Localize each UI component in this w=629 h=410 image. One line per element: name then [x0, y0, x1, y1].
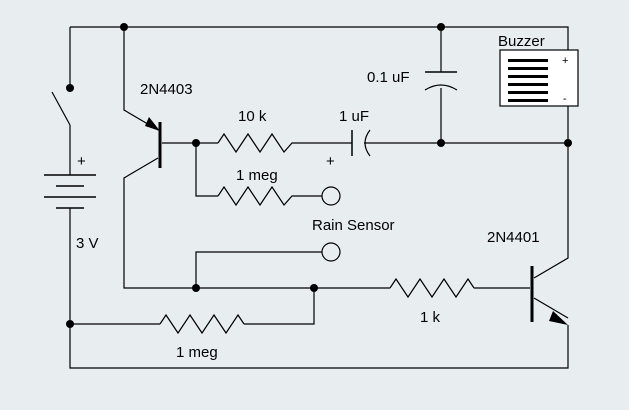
sensor-lower-wire: [195, 251, 322, 288]
buzzer: Buzzer + -: [498, 33, 579, 107]
q2-emitter-wire: [533, 297, 569, 319]
sensor-pad-bottom: [321, 242, 341, 262]
buzzer-plus-label: +: [562, 55, 568, 67]
resistor-1meg-top: [217, 185, 298, 207]
c1-curved-plate: [364, 129, 371, 157]
r1meg-bottom-label: 1 meg: [176, 344, 218, 361]
q2-transistor: 2N4401: [487, 229, 568, 325]
battery: + 3 V: [44, 153, 99, 252]
capacitors: 1 uF + 0.1 uF: [326, 69, 458, 170]
buzzer-grille-icon: [508, 59, 548, 102]
resistor-10k: [217, 132, 298, 154]
resistor-1meg-bottom: [159, 313, 245, 335]
c1-plus-label: +: [326, 153, 335, 170]
buzzer-minus-label: -: [563, 93, 567, 105]
resistor-1k: [389, 277, 475, 299]
buzzer-label: Buzzer: [498, 33, 545, 50]
battery-plus-label: +: [77, 153, 86, 170]
sensor-pad-top: [321, 186, 341, 206]
c1-label: 1 uF: [339, 108, 369, 125]
c01-label: 0.1 uF: [367, 69, 410, 86]
junction-dot: [66, 320, 74, 328]
q2-label: 2N4401: [487, 229, 540, 246]
junction-dot: [437, 139, 445, 147]
junction-dot: [192, 139, 200, 147]
r1k-label: 1 k: [420, 309, 441, 326]
q1-transistor: 2N4403: [140, 81, 193, 168]
q1-emitter-arrow: [145, 117, 160, 131]
r1meg-top-label: 1 meg: [236, 167, 278, 184]
switch-lever: [51, 91, 71, 126]
power-switch: [51, 91, 71, 126]
bottom-rail-wire: [69, 215, 569, 369]
sensor-label: Rain Sensor: [312, 217, 395, 234]
battery-voltage-label: 3 V: [76, 235, 99, 252]
q1-emitter-wire: [123, 27, 159, 131]
q1-collector-wire: [123, 157, 196, 289]
r1meg-top-left-wire: [195, 143, 218, 197]
r1meg-bottom-right-wire: [244, 288, 315, 325]
top-rail-wire: [70, 26, 569, 50]
junction-dot: [564, 139, 572, 147]
junction-dot: [437, 23, 445, 31]
junction-dot: [192, 284, 200, 292]
wires: [69, 26, 569, 369]
q2-emitter-arrow: [549, 311, 568, 325]
q2-collector-wire: [533, 143, 569, 279]
junctions: [66, 23, 572, 328]
r10k-label: 10 k: [238, 108, 267, 125]
switch-terminal: [66, 84, 74, 92]
q1-label: 2N4403: [140, 81, 193, 98]
rain-sensor: Rain Sensor: [312, 186, 395, 262]
junction-dot: [120, 23, 128, 31]
resistors: 10 k 1 meg 1 k 1 meg: [159, 108, 475, 361]
c01-curved-plate: [424, 84, 458, 91]
cap-buzzer-wire: [364, 106, 569, 144]
junction-dot: [310, 284, 318, 292]
